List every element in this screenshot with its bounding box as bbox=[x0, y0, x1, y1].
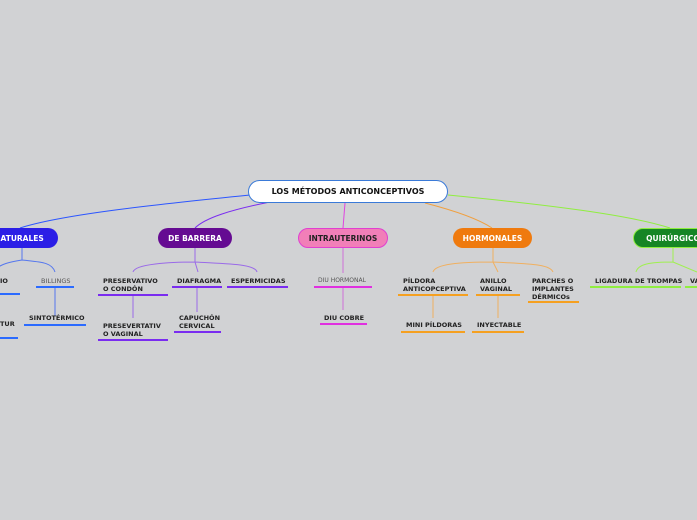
leaf-ligadura[interactable]: LIGADURA DE TROMPAS bbox=[595, 277, 683, 285]
leaf-sintotermico[interactable]: SINTOTÉRMICO bbox=[29, 314, 85, 322]
underline bbox=[36, 286, 74, 288]
leaf-inyectable[interactable]: INYECTABLE bbox=[477, 321, 522, 329]
underline bbox=[314, 286, 372, 288]
underline bbox=[398, 294, 468, 296]
leaf-parches[interactable]: PARCHES O IMPLANTES DÉRMICOs bbox=[532, 277, 574, 301]
underline bbox=[227, 286, 288, 288]
leaf-capuchon[interactable]: CAPUCHÓN CERVICAL bbox=[179, 314, 221, 330]
leaf-preservativo-vaginal[interactable]: PRESEVERTATIVO VAGINAL bbox=[103, 322, 161, 338]
underline bbox=[174, 331, 221, 333]
underline bbox=[528, 301, 579, 303]
underline bbox=[98, 294, 168, 296]
branch-intrauterinos[interactable]: INTRAUTERINOS bbox=[298, 228, 388, 248]
leaf-condon[interactable]: PRESERVATIVO O CONDÓN bbox=[103, 277, 158, 293]
underline bbox=[401, 331, 465, 333]
underline bbox=[0, 293, 20, 295]
underline bbox=[476, 294, 520, 296]
underline bbox=[472, 331, 524, 333]
leaf-diu-cobre[interactable]: DIU COBRE bbox=[324, 314, 365, 322]
underline bbox=[0, 337, 18, 339]
leaf-espermicidas[interactable]: ESPERMICIDAS bbox=[231, 277, 286, 285]
underline bbox=[172, 286, 222, 288]
branch-quirurgico[interactable]: QUIRÚRGICO bbox=[633, 228, 697, 248]
leaf-anillo[interactable]: ANILLO VAGINAL bbox=[480, 277, 512, 293]
leaf-vasectomia[interactable]: VA bbox=[690, 277, 697, 285]
branch-de-barrera[interactable]: DE BARRERA bbox=[158, 228, 232, 248]
leaf-mini-pildoras[interactable]: MINI PÍLDORAS bbox=[406, 321, 462, 329]
branch-naturales[interactable]: NATURALES bbox=[0, 228, 58, 248]
leaf-pildora[interactable]: PÍLDORA ANTICOPCEPTIVA bbox=[403, 277, 466, 293]
leaf-billings[interactable]: BILLINGS bbox=[41, 277, 71, 285]
leaf-naturales-1[interactable]: IO bbox=[0, 277, 8, 285]
root-node[interactable]: LOS MÉTODOS ANTICONCEPTIVOS bbox=[248, 180, 448, 203]
underline bbox=[685, 286, 697, 288]
leaf-diafragma[interactable]: DIAFRAGMA bbox=[177, 277, 222, 285]
underline bbox=[24, 324, 86, 326]
leaf-naturales-3[interactable]: TUR bbox=[0, 320, 15, 328]
underline bbox=[320, 323, 367, 325]
leaf-diu-hormonal[interactable]: DIU HORMONAL bbox=[318, 277, 366, 284]
underline bbox=[590, 286, 681, 288]
branch-hormonales[interactable]: HORMONALES bbox=[453, 228, 532, 248]
underline bbox=[98, 339, 168, 341]
